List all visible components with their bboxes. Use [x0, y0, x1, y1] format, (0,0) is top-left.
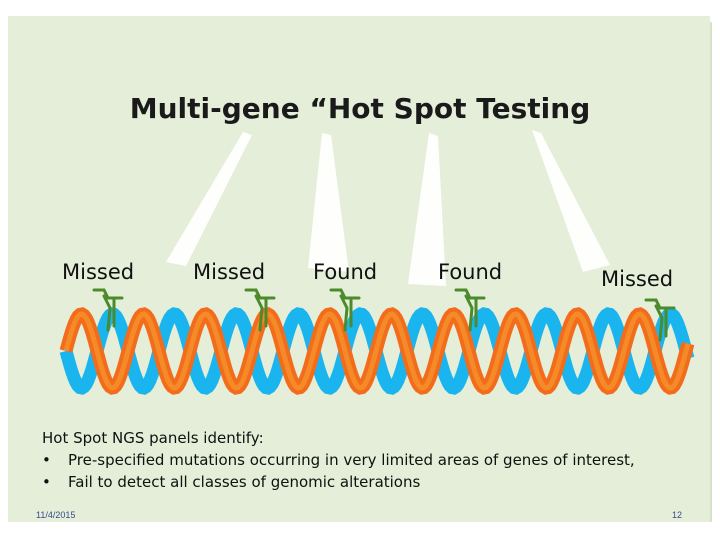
footer-date: 11/4/2015: [36, 510, 76, 520]
spotlight-beam-2: [308, 133, 349, 272]
gene-marker-1: [92, 288, 124, 332]
gene-markers: [92, 288, 676, 342]
slide-title: Multi-gene “Hot Spot Testing: [129, 92, 591, 125]
gene-marker-5: [644, 298, 676, 342]
helix-strand-highlight: [63, 311, 691, 391]
gene-marker-2: [244, 288, 276, 332]
gene-label-1: Missed: [62, 260, 135, 284]
gene-label-3: Found: [313, 260, 378, 284]
dna-helix: [59, 307, 695, 395]
spotlight-beam-1: [166, 132, 252, 266]
spotlight-beam-3: [408, 133, 446, 286]
body-heading: Hot Spot NGS panels identify:: [42, 429, 264, 447]
gene-marker-3: [329, 288, 361, 332]
gene-label-2: Missed: [193, 260, 266, 284]
spotlight-beam-4: [532, 130, 610, 272]
gene-marker-4: [454, 288, 486, 332]
gene-label-5: Missed: [601, 267, 674, 291]
slide-body: Hot Spot NGS panels identify: Pre-specif…: [42, 427, 635, 493]
spotlight-beams: [166, 130, 610, 286]
gene-label-4: Found: [438, 260, 503, 284]
bullet-list: Pre-specified mutations occurring in ver…: [42, 449, 635, 493]
footer-page-number: 12: [672, 510, 683, 520]
bullet-item: Fail to detect all classes of genomic al…: [42, 471, 635, 493]
bullet-item: Pre-specified mutations occurring in ver…: [42, 449, 635, 471]
